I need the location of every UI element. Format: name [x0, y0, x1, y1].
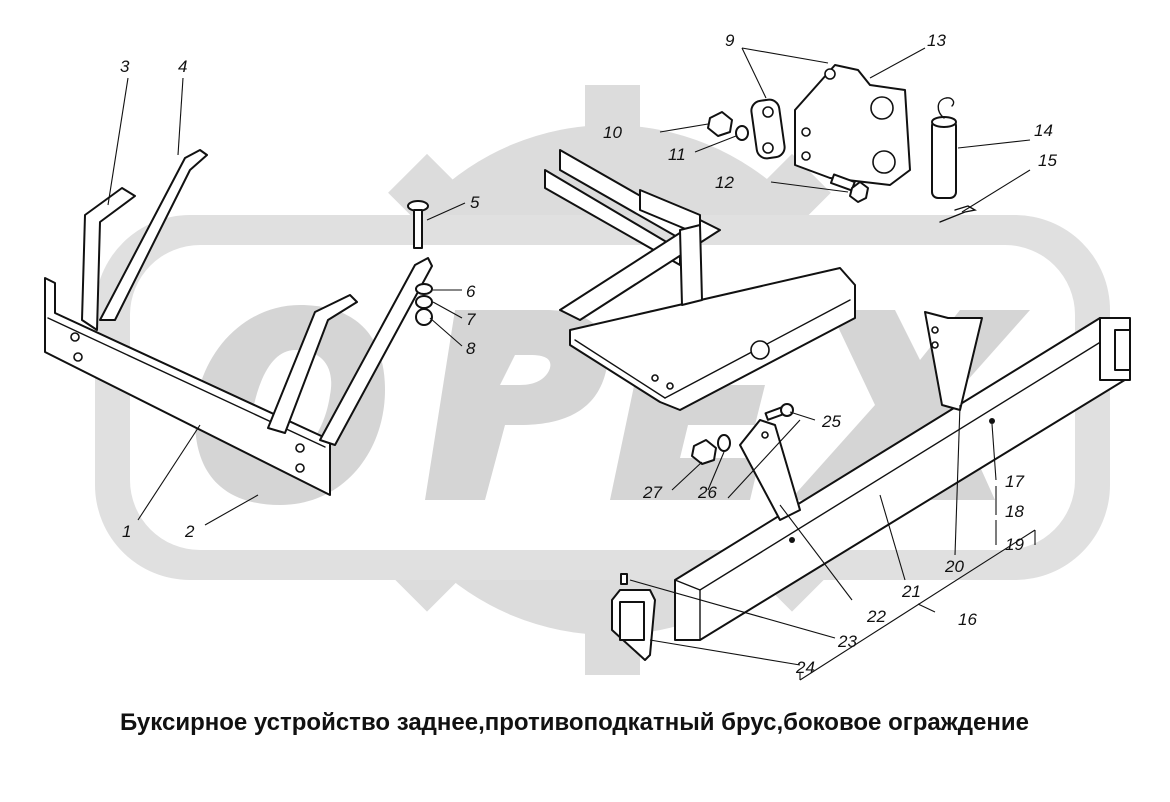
callout-12: 12 — [715, 173, 734, 192]
callout-7: 7 — [466, 310, 476, 329]
link-plate-9 — [750, 98, 786, 160]
diagram-caption: Буксирное устройство заднее,противоподка… — [120, 709, 1029, 736]
callout-25: 25 — [821, 412, 841, 431]
callout-18: 18 — [1005, 502, 1024, 521]
parts-diagram: 1 2 3 4 5 6 7 8 9 10 11 12 13 14 15 16 1… — [44, 31, 1131, 681]
washer-6 — [415, 283, 433, 295]
callout-22: 22 — [866, 607, 886, 626]
callout-21: 21 — [901, 582, 921, 601]
callout-24: 24 — [795, 658, 815, 677]
pin-14 — [931, 97, 957, 199]
callout-26: 26 — [697, 483, 717, 502]
callout-15: 15 — [1038, 151, 1057, 170]
nut-8 — [415, 308, 433, 326]
callout-10: 10 — [603, 123, 622, 142]
callout-8: 8 — [466, 339, 476, 358]
callout-14: 14 — [1034, 121, 1053, 140]
end-cap-24 — [611, 589, 656, 661]
leader-lines — [107, 47, 1036, 681]
callout-11: 11 — [668, 145, 686, 164]
callout-1: 1 — [122, 522, 131, 541]
callout-9: 9 — [725, 31, 735, 50]
bolt-12 — [829, 173, 869, 203]
cotter-pin-15 — [939, 205, 977, 223]
chassis-frame — [544, 149, 856, 411]
callout-2: 2 — [184, 522, 195, 541]
nut-10 — [707, 111, 733, 137]
callout-labels: 1 2 3 4 5 6 7 8 9 10 11 12 13 14 15 16 1… — [120, 31, 1057, 677]
bolt-25 — [764, 403, 794, 421]
callout-23: 23 — [837, 632, 857, 651]
callout-4: 4 — [178, 57, 187, 76]
bumper-frame — [44, 149, 433, 496]
washer-11 — [735, 125, 749, 141]
callout-16: 16 — [958, 610, 977, 629]
washer-26 — [717, 434, 731, 452]
nut-27 — [691, 439, 717, 465]
callout-27: 27 — [642, 483, 662, 502]
callout-19: 19 — [1005, 535, 1024, 554]
callout-13: 13 — [927, 31, 946, 50]
washer-7 — [415, 295, 433, 309]
callout-3: 3 — [120, 57, 130, 76]
callout-17: 17 — [1005, 472, 1024, 491]
bolt-5 — [407, 200, 429, 249]
towing-bracket-13 — [794, 64, 911, 186]
callout-6: 6 — [466, 282, 476, 301]
underrun-bar — [674, 311, 1131, 641]
callout-5: 5 — [470, 193, 480, 212]
callout-20: 20 — [944, 557, 964, 576]
screw-23 — [620, 573, 628, 585]
